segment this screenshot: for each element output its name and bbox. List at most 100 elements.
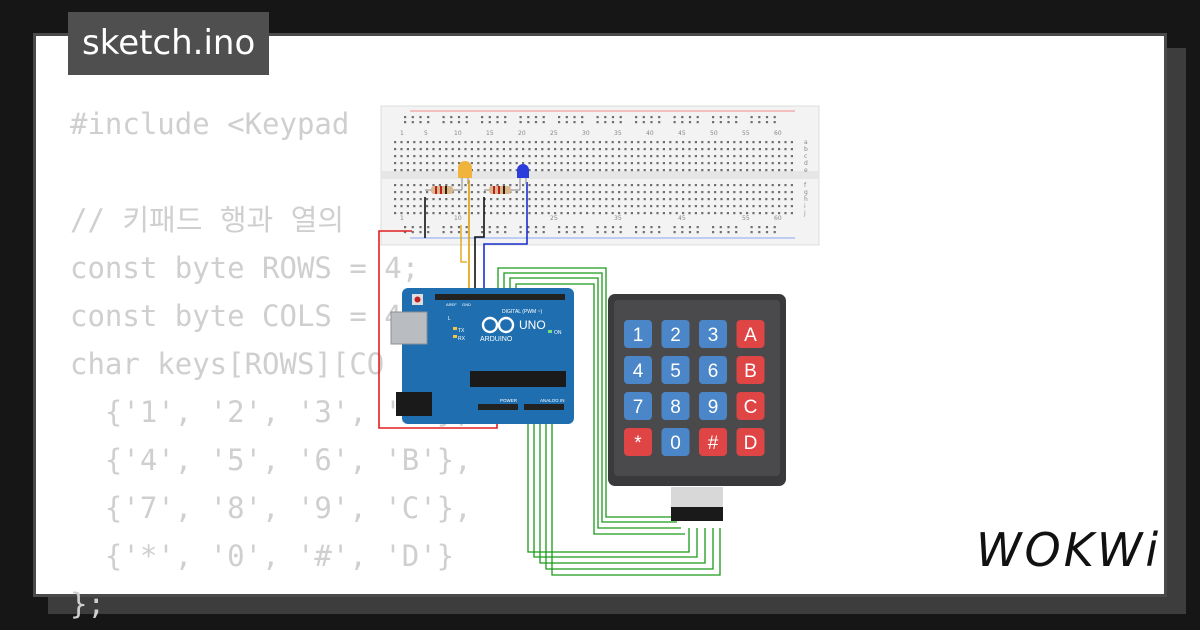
keypad-key[interactable] [661,428,690,456]
breadboard-hole [394,205,397,208]
analog-header-label: ANALOG IN [540,398,565,403]
breadboard-hole [765,212,768,215]
breadboard-hole [573,191,576,194]
breadboard-hole [411,231,414,234]
breadboard-hole [464,205,467,208]
keypad-key[interactable] [736,428,765,456]
breadboard-hole [528,198,531,201]
column-number: 5 [424,130,428,137]
breadboard-hole [598,141,601,144]
breadboard-hole [515,205,518,208]
breadboard-hole [637,148,640,151]
breadboard-hole [650,226,653,229]
keypad-key[interactable] [736,320,765,348]
keypad-key[interactable] [699,428,727,456]
breadboard-hole [445,184,448,187]
keypad-key[interactable] [699,320,727,348]
breadboard-hole [496,155,499,158]
breadboard-hole [457,116,461,119]
breadboard-hole [765,198,768,201]
column-number: 1 [400,130,404,137]
breadboard-hole [406,148,409,151]
breadboard-hole [445,198,448,201]
breadboard-hole [701,205,704,208]
breadboard-hole [643,162,646,165]
keypad-key[interactable] [661,356,690,384]
breadboard-hole [750,116,753,119]
breadboard-hole [746,184,749,187]
breadboard-hole [490,198,493,201]
keypad-key[interactable] [624,320,652,348]
breadboard-hole [726,191,729,194]
breadboard-hole [771,155,774,158]
code-line: {'4', '5', '6', 'B'}, [70,443,472,477]
breadboard-hole [534,169,537,172]
breadboard-hole [611,116,615,119]
breadboard-hole [426,191,429,194]
breadboard-hole [688,116,692,119]
breadboard-hole [432,205,435,208]
breadboard-hole [611,226,615,229]
breadboard-hole [586,148,589,151]
breadboard-hole [406,191,409,194]
breadboard-hole [605,212,608,215]
breadboard-hole [733,212,736,215]
breadboard-hole [605,155,608,158]
keypad-key[interactable] [736,356,765,384]
code-line: char keys[ROWS][CO [70,347,385,381]
resistor-2 [484,186,520,194]
breadboard-hole [481,231,484,234]
breadboard-hole [579,191,582,194]
breadboard-hole [541,162,544,165]
breadboard-hole [394,184,397,187]
keypad-key-label: # [708,433,719,454]
breadboard-hole [413,191,416,194]
breadboard-hole [566,184,569,187]
breadboard-hole [477,162,480,165]
breadboard-hole [483,191,486,194]
breadboard-hole [554,198,557,201]
breadboard-hole [406,169,409,172]
breadboard-hole [707,148,710,151]
breadboard-hole [450,226,453,229]
breadboard-hole [707,169,710,172]
breadboard-hole [445,141,448,144]
breadboard-hole [726,205,729,208]
breadboard-hole [658,231,661,234]
breadboard-hole [547,191,550,194]
breadboard-hole [464,184,467,187]
breadboard-hole [733,141,736,144]
breadboard-hole [419,231,422,234]
breadboard-hole [528,162,531,165]
breadboard-hole [554,212,557,215]
breadboard-hole [502,148,505,151]
breadboard-hole [581,226,584,229]
breadboard-hole [470,148,473,151]
breadboard-hole [758,205,761,208]
breadboard-hole [778,162,781,165]
breadboard-hole [643,212,646,215]
breadboard-hole [643,205,646,208]
breadboard-hole [758,191,761,194]
breadboard-hole [765,205,768,208]
keypad-key[interactable] [661,320,690,348]
breadboard-hole [746,155,749,158]
breadboard-hole [527,226,530,229]
keypad-key[interactable] [624,428,652,456]
breadboard-hole [752,169,755,172]
breadboard-hole [566,148,569,151]
breadboard-hole [406,212,409,215]
breadboard-hole [504,226,507,229]
breadboard-hole [566,155,569,158]
breadboard-hole [432,162,435,165]
keypad-key[interactable] [661,392,690,420]
breadboard-hole [527,121,530,124]
breadboard-hole [714,155,717,158]
keypad-key[interactable] [736,392,765,420]
keypad-key[interactable] [624,356,652,384]
keypad-key[interactable] [624,392,652,420]
keypad-key[interactable] [699,356,727,384]
keypad-key[interactable] [699,392,727,420]
breadboard-hole [504,121,507,124]
breadboard-hole [662,141,665,144]
